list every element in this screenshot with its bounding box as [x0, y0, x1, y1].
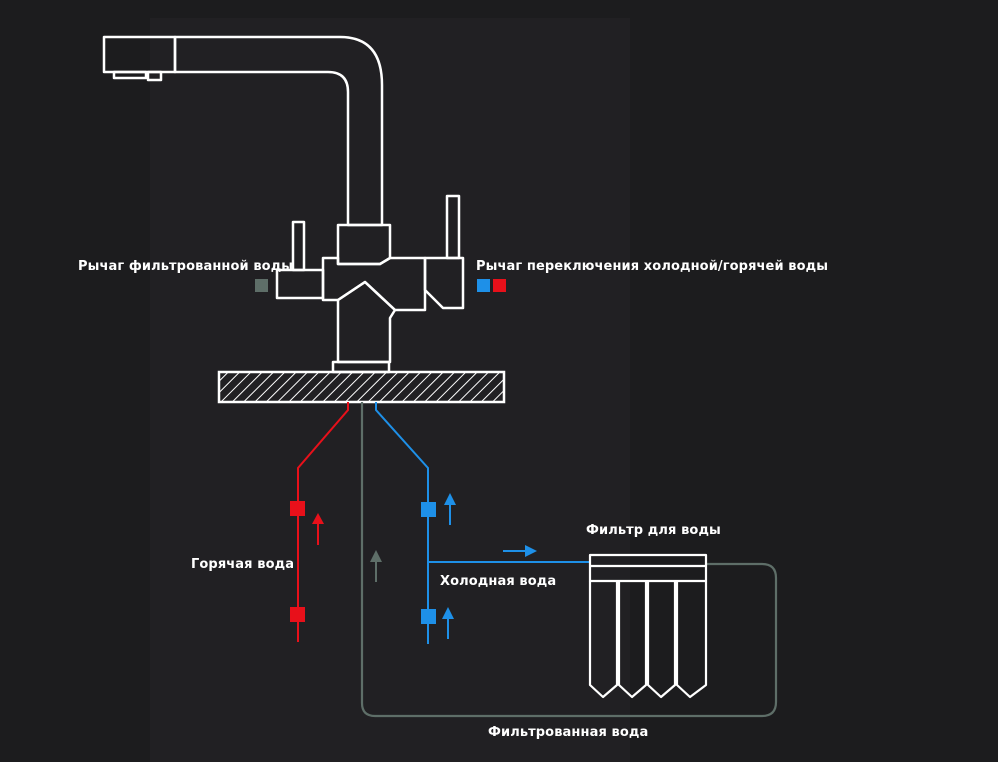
faucet-column	[336, 280, 397, 364]
spout-nozzle	[102, 35, 177, 74]
hot-water-line	[297, 402, 349, 642]
nozzle-tip-right	[146, 70, 163, 82]
faucet-base-ring	[331, 360, 391, 374]
hot-valve-lower	[290, 607, 305, 622]
nozzle-tip-left	[112, 70, 148, 80]
arrow-up-gray-icon	[370, 550, 382, 582]
filtered-lever-label: Рычаг фильтрованной воды	[78, 259, 294, 274]
faucet-outline	[102, 35, 465, 374]
cold-valve-lower	[421, 609, 436, 624]
cold-water-line	[375, 402, 590, 644]
filter-head	[588, 553, 708, 583]
filter-cartridge-2	[617, 581, 648, 699]
faucet-spout	[173, 35, 384, 227]
faucet-body	[336, 223, 392, 266]
cold-water-label: Холодная вода	[440, 574, 557, 589]
switch-lever-marker-hot	[493, 279, 506, 292]
filter-cartridge-3	[646, 581, 677, 699]
filter-cartridge-4	[675, 581, 708, 699]
water-filter-label: Фильтр для воды	[586, 523, 721, 538]
arrow-up-blue-icon	[442, 607, 454, 639]
filtered-water-label: Фильтрованная вода	[488, 725, 649, 740]
hot-water-label: Горячая вода	[191, 557, 295, 572]
arrow-right-blue-icon	[503, 545, 537, 557]
hot-valve-upper	[290, 501, 305, 516]
filtered-lever-marker	[255, 279, 268, 292]
cold-valve-upper	[421, 502, 436, 517]
water-filter	[588, 553, 708, 699]
arrow-up-blue-icon	[444, 493, 456, 525]
filtered-lever-handle	[291, 220, 306, 272]
arrow-up-red-icon	[312, 513, 324, 545]
switch-lever-label: Рычаг переключения холодной/горячей воды	[476, 259, 829, 274]
filtered-water-line	[360, 402, 778, 718]
filter-cartridge-1	[588, 581, 619, 699]
countertop	[217, 370, 506, 404]
faucet-right-block	[423, 256, 465, 310]
switch-lever-handle	[445, 194, 461, 260]
faucet-left-block	[275, 268, 325, 300]
switch-lever-marker-cold	[477, 279, 490, 292]
